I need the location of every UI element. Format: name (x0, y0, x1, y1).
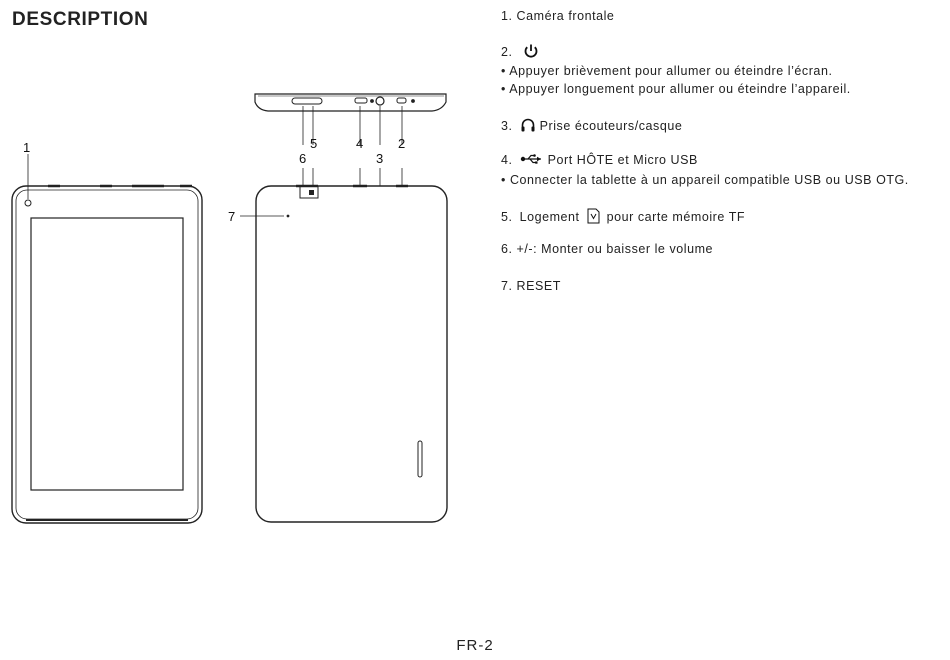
item-front-camera: 1. Caméra frontale (501, 9, 615, 23)
page-number: FR-2 (456, 637, 494, 654)
tablet-back (255, 184, 448, 523)
item-usb-number: 4. (501, 153, 513, 167)
tablet-top-edge (254, 93, 447, 112)
callout-5: 5 (310, 136, 318, 151)
power-icon (523, 43, 539, 62)
volume-button (291, 97, 323, 105)
tablet-front (11, 184, 203, 524)
item-power-number: 2. (501, 44, 513, 59)
sd-slot-back (299, 185, 319, 199)
callout-2: 2 (398, 136, 406, 151)
page-title: DESCRIPTION (12, 9, 149, 30)
reset-hole (286, 214, 290, 218)
item-headphones: 3. Prise écouteurs/casque (501, 117, 682, 136)
sd-card-icon (587, 208, 600, 227)
callout-4: 4 (356, 136, 364, 151)
item-usb: 4. Port HÔTE et Micro USB (501, 153, 698, 168)
callout-3: 3 (376, 151, 384, 166)
item-headphones-label: Prise écouteurs/casque (539, 118, 683, 133)
item-usb-label: Port HÔTE et Micro USB (547, 153, 698, 167)
callout-1: 1 (23, 140, 31, 155)
headphone-jack (375, 96, 385, 106)
item-power-heading: 2. (501, 43, 539, 62)
item-power-long: • Appuyer longuement pour allumer ou éte… (501, 82, 851, 96)
callout-7: 7 (228, 209, 236, 224)
item-power-short: • Appuyer brièvement pour allumer ou éte… (501, 64, 833, 78)
usb-port (354, 97, 368, 104)
item-sd-slot: 5. Logement pour carte mémoire TF (501, 208, 745, 227)
front-camera-icon (24, 199, 32, 207)
item-sd-pre: Logement (519, 209, 580, 224)
headphones-icon (520, 117, 536, 136)
item-sd-number: 5. (501, 209, 513, 224)
item-reset: 7. RESET (501, 279, 561, 293)
item-sd-post: pour carte mémoire TF (606, 209, 746, 224)
item-volume: 6. +/-: Monter ou baisser le volume (501, 242, 714, 256)
usb-icon (520, 153, 544, 168)
item-usb-connect: • Connecter la tablette à un appareil co… (501, 173, 909, 187)
speaker-slot (417, 440, 423, 478)
power-button-top (396, 97, 407, 104)
callout-6: 6 (299, 151, 307, 166)
item-headphones-number: 3. (501, 118, 513, 133)
